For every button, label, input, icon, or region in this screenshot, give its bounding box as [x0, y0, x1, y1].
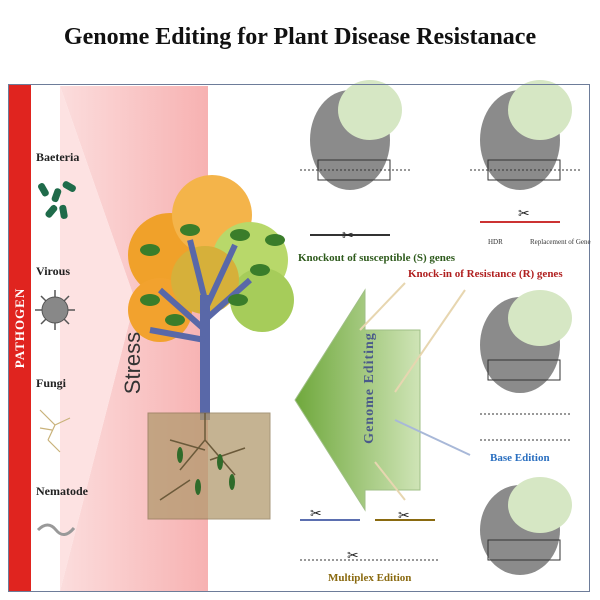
nematode-icon — [36, 523, 76, 536]
pathogen-fungi-label: Fungi — [36, 376, 67, 390]
cas9-complex-multiplex — [300, 477, 572, 575]
svg-text:✂: ✂ — [398, 508, 410, 524]
svg-text:✂: ✂ — [518, 206, 530, 222]
figure-frame — [8, 84, 590, 592]
cas9-complex-knockin — [470, 80, 580, 223]
svg-text:✂: ✂ — [342, 228, 354, 244]
genome-editing-label: Genome Editing — [362, 332, 377, 444]
replacement-annotation: Replacement of Gene — [530, 238, 591, 246]
knockin-label: Knock-in of Resistance (R) genes — [408, 268, 563, 280]
scissors-icon: ✂ ✂ ✂ ✂ ✂ — [310, 206, 530, 564]
input-arrows — [359, 282, 471, 501]
pathogen-nematode-label: Nematode — [36, 484, 88, 498]
bacteria-icon — [37, 181, 76, 219]
base-edition-label: Base Edition — [490, 452, 550, 464]
genome-editing-arrow — [294, 288, 421, 512]
pathogen-bacteria-label: Baeteria — [36, 150, 80, 164]
pathogen-label: PATHOGEN — [12, 287, 27, 369]
pathogen-bar — [9, 85, 31, 591]
pathogen-virus-label: Virous — [36, 264, 71, 278]
cas9-complex-knockout — [300, 80, 410, 236]
multiplex-edition-label: Multiplex Edition — [328, 572, 412, 584]
hdr-annotation: HDR — [488, 238, 503, 246]
svg-text:✂: ✂ — [310, 506, 322, 522]
plant-tree-illustration — [128, 175, 294, 420]
stress-label: Stress — [120, 331, 145, 395]
root-soil-box — [147, 412, 271, 520]
svg-text:✂: ✂ — [347, 548, 359, 564]
figure-title: Genome Editing for Plant Disease Resista… — [63, 24, 537, 50]
fungi-icon — [39, 409, 71, 453]
knockout-label: Knockout of susceptible (S) genes — [298, 252, 456, 264]
virus-icon — [35, 290, 75, 330]
cas9-complex-base — [480, 290, 572, 441]
